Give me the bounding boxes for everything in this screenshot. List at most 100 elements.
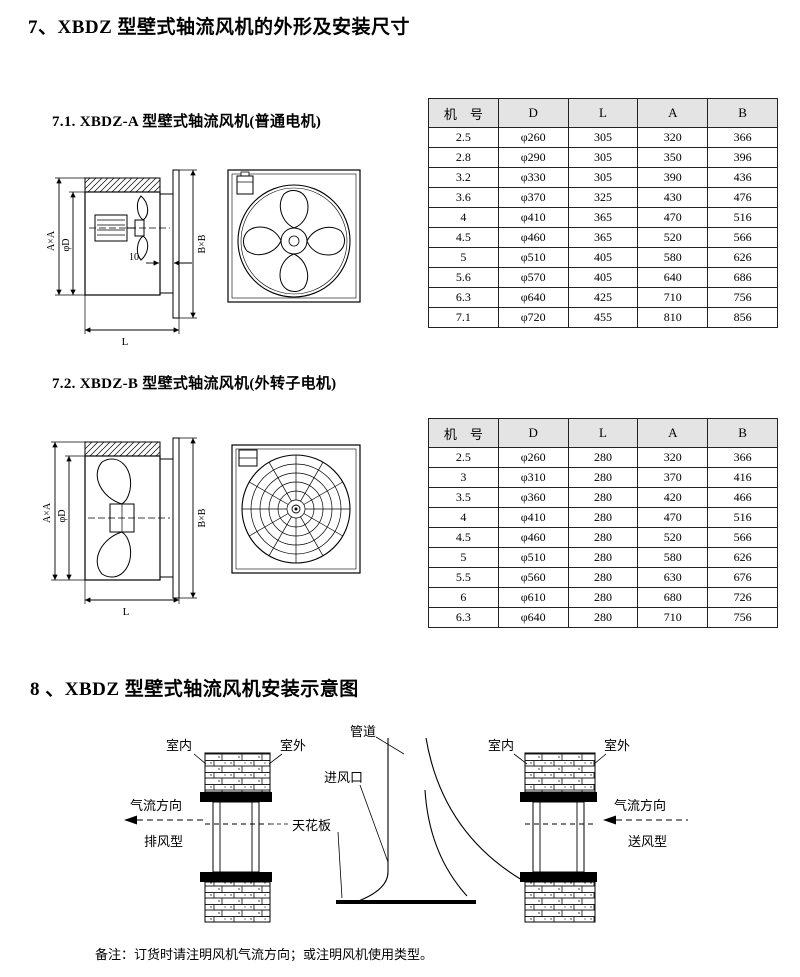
leader-lines [193, 736, 607, 899]
indoor-label-left: 室内 [166, 738, 192, 753]
table-cell: φ310 [497, 467, 569, 488]
table-cell: 566 [707, 527, 778, 548]
section-b-heading: 7.2. XBDZ-B 型壁式轴流风机(外转子电机) [52, 376, 337, 392]
dim-label-phid: φD [57, 510, 68, 523]
table-cell: 580 [637, 547, 709, 568]
table-cell: 320 [637, 447, 709, 468]
table-cell: 3.2 [428, 167, 499, 188]
column-header: A [637, 98, 709, 128]
table-cell: 810 [637, 307, 709, 328]
table-cell: 710 [637, 607, 709, 628]
section-install-heading: 8 、XBDZ 型壁式轴流风机安装示意图 [30, 679, 359, 700]
table-cell: 305 [567, 147, 639, 168]
table-cell: 520 [637, 227, 709, 248]
table-cell: 280 [567, 447, 639, 468]
front-panel-outer [227, 169, 361, 303]
outdoor-label-left: 室外 [280, 738, 306, 753]
dim-label-phid: φD [61, 239, 72, 252]
table-cell: 366 [707, 447, 778, 468]
table-cell: 5 [428, 547, 499, 568]
duct-left-wall [355, 738, 389, 903]
table-cell: φ510 [497, 247, 569, 268]
drawing-a-front-view [227, 169, 361, 303]
duct-elbow-outer [425, 737, 523, 881]
footer-note: 备注：订货时请注明风机气流方向；或注明风机使用类型。 [95, 947, 434, 962]
table-cell: 4 [428, 507, 499, 528]
table-cell: 4 [428, 207, 499, 228]
hub-circle [280, 227, 308, 255]
fan-blade [279, 190, 309, 229]
fan-blade [96, 531, 132, 578]
table-cell: 580 [637, 247, 709, 268]
table-cell: 320 [637, 127, 709, 148]
table-cell: 280 [567, 587, 639, 608]
mounting-plate [172, 169, 180, 319]
arrow-head-icon [603, 815, 616, 825]
airflow-arrow-left [124, 815, 204, 825]
table-cell: 3.5 [428, 487, 499, 508]
fan-opening-circle [237, 184, 351, 298]
table-cell: 425 [567, 287, 639, 308]
brick-wall [524, 752, 596, 793]
table-cell: 6.3 [428, 287, 499, 308]
table-cell: 626 [707, 547, 778, 568]
drawing-b-side-view: A×A φD B×B L [42, 437, 208, 618]
table-cell: 305 [567, 127, 639, 148]
table-cell: 726 [707, 587, 778, 608]
airflow-label-left: 气流方向 [130, 798, 182, 813]
table-cell: 280 [567, 487, 639, 508]
table-cell: 640 [637, 267, 709, 288]
wall-hatch-strip [84, 441, 161, 457]
fan-b-rotor-impeller [88, 458, 170, 578]
duct-label: 管道 [350, 724, 376, 739]
table-cell: 280 [567, 547, 639, 568]
dimension-annotations-b: A×A φD B×B L [42, 437, 208, 618]
table-cell: 466 [707, 487, 778, 508]
fan-blade [136, 195, 149, 221]
dim-label-bxb: B×B [197, 234, 208, 253]
column-header: 机 号 [428, 98, 499, 128]
table-cell: 2.5 [428, 127, 499, 148]
indoor-label-right: 室内 [488, 738, 514, 753]
column-header: B [707, 98, 778, 128]
table-cell: 2.8 [428, 147, 499, 168]
table-cell: 566 [707, 227, 778, 248]
arrow-head-icon [124, 815, 137, 825]
table-cell: 280 [567, 527, 639, 548]
outdoor-label-right: 室外 [604, 738, 630, 753]
table-cell: 325 [567, 187, 639, 208]
table-cell: 3 [428, 467, 499, 488]
right-wall-fan-assembly [520, 752, 597, 923]
table-cell: φ260 [497, 127, 569, 148]
table-cell: 390 [637, 167, 709, 188]
table-cell: φ460 [497, 527, 569, 548]
table-cell: φ720 [497, 307, 569, 328]
table-cell: 280 [567, 567, 639, 588]
table-cell: 305 [567, 167, 639, 188]
table-cell: 686 [707, 267, 778, 288]
table-cell: 365 [567, 207, 639, 228]
airflow-arrow-right [603, 815, 688, 825]
installation-diagram: 管道 进风口 天花板 室内 室外 室内 室外 气流方向 排风型 气流方向 送风型 [124, 724, 688, 923]
fan-housing-section [532, 801, 585, 873]
wall-hatch-strip [84, 177, 161, 193]
fan-flange-band [200, 872, 272, 882]
front-panel-inner [235, 448, 357, 570]
fan-flange-band [520, 872, 597, 882]
protective-grille [241, 454, 351, 564]
table-cell: 405 [567, 247, 639, 268]
table-cell: 756 [707, 287, 778, 308]
table-cell: 366 [707, 127, 778, 148]
table-cell: 280 [567, 507, 639, 528]
table-cell: φ640 [497, 607, 569, 628]
